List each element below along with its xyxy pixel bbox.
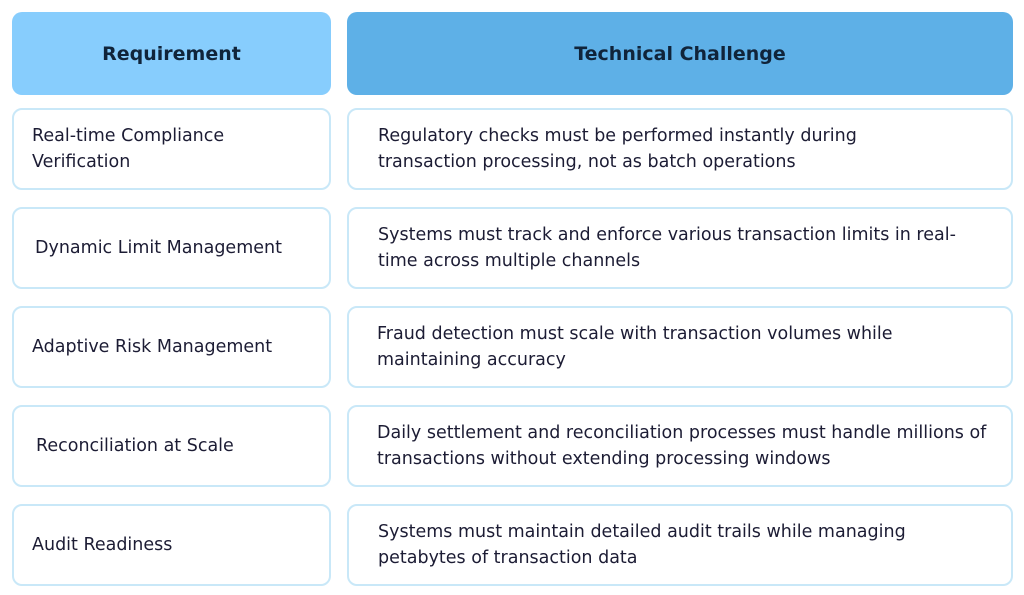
challenge-cell: Fraud detection must scale with transact… (347, 306, 1013, 388)
challenge-cell: Regulatory checks must be performed inst… (347, 108, 1013, 190)
table-row: Adaptive Risk Management Fraud detection… (0, 306, 1024, 388)
table-row: Reconciliation at Scale Daily settlement… (0, 405, 1024, 487)
requirement-cell: Dynamic Limit Management (12, 207, 331, 289)
table-row: Real-time Compliance Verification Regula… (0, 108, 1024, 190)
requirement-cell: Reconciliation at Scale (12, 405, 331, 487)
challenge-text: Systems must maintain detailed audit tra… (378, 522, 906, 568)
challenge-cell: Systems must track and enforce various t… (347, 207, 1013, 289)
requirement-text: Adaptive Risk Management (32, 337, 273, 357)
requirement-column-header: Requirement (12, 12, 331, 95)
challenge-header-label: Technical Challenge (574, 42, 786, 65)
challenge-cell: Daily settlement and reconciliation proc… (347, 405, 1013, 487)
challenge-column-header: Technical Challenge (347, 12, 1013, 95)
requirement-text: Dynamic Limit Management (35, 238, 282, 258)
requirement-cell: Adaptive Risk Management (12, 306, 331, 388)
requirement-text: Real-time Compliance Verification (32, 126, 225, 172)
challenge-cell: Systems must maintain detailed audit tra… (347, 504, 1013, 586)
challenge-text: Fraud detection must scale with transact… (377, 324, 893, 370)
requirement-text: Audit Readiness (32, 535, 173, 555)
table-row: Dynamic Limit Management Systems must tr… (0, 207, 1024, 289)
requirement-cell: Audit Readiness (12, 504, 331, 586)
requirement-header-label: Requirement (102, 42, 241, 65)
challenge-text: Systems must track and enforce various t… (378, 225, 956, 271)
challenge-text: Regulatory checks must be performed inst… (378, 126, 857, 172)
challenge-text: Daily settlement and reconciliation proc… (377, 423, 987, 469)
requirement-text: Reconciliation at Scale (36, 436, 234, 456)
requirement-cell: Real-time Compliance Verification (12, 108, 331, 190)
table-row: Audit Readiness Systems must maintain de… (0, 504, 1024, 586)
